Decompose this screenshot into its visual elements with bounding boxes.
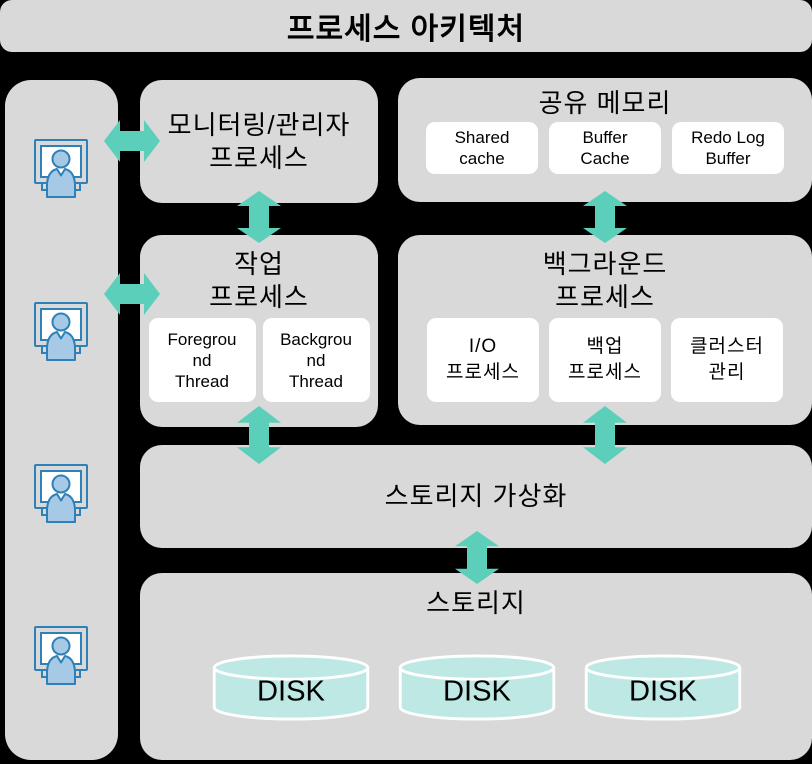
monitoring-manager-process-title: 모니터링/관리자 프로세스 (167, 109, 351, 173)
storage-box: 스토리지 DISK DISK DISK (140, 573, 812, 760)
bidirectional-arrow-clients-work-icon (104, 273, 160, 315)
background-process-title: 백그라운드 프로세스 (542, 249, 668, 312)
buffer-cache-card: Buffer Cache (549, 122, 661, 174)
disk-label: DISK (257, 676, 326, 708)
user-terminal-icon (34, 464, 88, 523)
shared-memory-title: 공유 메모리 (538, 88, 672, 118)
user-terminal-icon (34, 139, 88, 198)
io-process-card: I/O 프로세스 (427, 318, 539, 402)
disk-cylinder-icon: DISK (212, 654, 370, 721)
background-process-cards: I/O 프로세스 백업 프로세스 클러스터 관리 (398, 318, 812, 402)
diagram-title-bar: 프로세스 아키텍처 (0, 0, 812, 52)
bidirectional-arrow-work-storagevirtualization-icon (237, 406, 281, 464)
cluster-management-card: 클러스터 관리 (671, 318, 783, 402)
work-process-box: 작업 프로세스 Foregrou nd Thread Backgrou nd T… (140, 235, 378, 427)
backup-process-card: 백업 프로세스 (549, 318, 661, 402)
storage-virtualization-box: 스토리지 가상화 (140, 445, 812, 548)
storage-virtualization-title: 스토리지 가상화 (384, 481, 568, 511)
bidirectional-arrow-background-storagevirtualization-icon (583, 406, 627, 464)
monitoring-manager-process-box: 모니터링/관리자 프로세스 (140, 80, 378, 203)
bidirectional-arrow-monitoring-work-icon (237, 191, 281, 243)
disk-cylinder-icon: DISK (398, 654, 556, 721)
foreground-thread-card: Foregrou nd Thread (148, 318, 256, 402)
user-terminal-icon (34, 626, 88, 685)
storage-title: 스토리지 (426, 588, 526, 618)
background-process-box: 백그라운드 프로세스 I/O 프로세스 백업 프로세스 클러스터 관리 (398, 235, 812, 425)
disk-label: DISK (629, 676, 698, 708)
redo-log-buffer-card: Redo Log Buffer (672, 122, 784, 174)
work-process-title: 작업 프로세스 (209, 249, 309, 312)
disk-label: DISK (443, 676, 512, 708)
shared-memory-cards: Shared cache Buffer Cache Redo Log Buffe… (398, 122, 812, 174)
background-thread-card: Backgrou nd Thread (262, 318, 370, 402)
bidirectional-arrow-storagevirtualization-storage-icon (455, 531, 499, 584)
shared-memory-box: 공유 메모리 Shared cache Buffer Cache Redo Lo… (398, 78, 812, 202)
clients-panel (5, 80, 118, 760)
diagram-title: 프로세스 아키텍처 (286, 13, 526, 46)
shared-cache-card: Shared cache (426, 122, 538, 174)
user-terminal-icon (34, 302, 88, 361)
bidirectional-arrow-sharedmemory-background-icon (583, 191, 627, 243)
bidirectional-arrow-clients-monitoring-icon (104, 120, 160, 162)
work-process-cards: Foregrou nd Thread Backgrou nd Thread (140, 318, 378, 402)
disk-cylinder-icon: DISK (584, 654, 742, 721)
